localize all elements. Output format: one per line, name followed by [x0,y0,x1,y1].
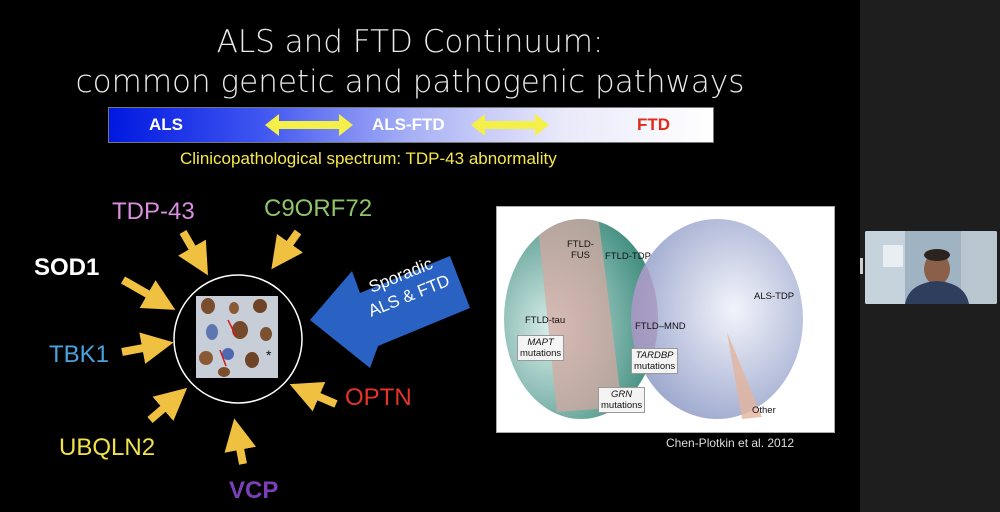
gene-label-tbk1: TBK1 [49,341,110,368]
arrow-ubqln2 [147,387,188,424]
spectrum-als-ftd-label: ALS-FTD [372,115,445,134]
arrow-sod1 [121,276,176,310]
gene-label-optn: OPTN [345,384,412,411]
double-arrow-icon [265,114,353,136]
grn-mutations-box: GRN mutations [598,387,646,413]
spectrum-als-label: ALS [149,115,183,134]
citation-text: Chen-Plotkin et al. 2012 [666,436,795,450]
tdp43-micrograph-image: * [196,296,278,378]
presentation-slide: ALS and FTD Continuum: common genetic an… [34,24,835,504]
label-ftld-tau: FTLD-tau [525,315,566,326]
venn-diagram-figure: FTLD- FUS FTLD-TDP FTLD-tau FTLD–MND ALS… [496,206,835,433]
clinical-spectrum-bar: ALS ALS-FTD FTD [108,107,714,143]
slide-title-line1: ALS and FTD Continuum: [216,24,604,60]
micrograph-marker: * [266,347,272,363]
participant-video-thumbnail[interactable] [865,231,997,304]
gene-arrows [121,229,338,465]
label-ftld-mnd: FTLD–MND [635,321,686,332]
label-als-tdp: ALS-TDP [754,291,795,302]
gene-label-c9orf72: C9ORF72 [264,195,373,222]
mapt-mutations-box: MAPT mutations [517,335,565,361]
label-ftld-tdp: FTLD-TDP [605,251,651,262]
gene-label-vcp: VCP [229,477,279,504]
spectrum-caption: Clinicopathological spectrum: TDP-43 abn… [180,149,557,168]
arrow-c9orf72 [271,229,303,270]
panel-resize-handle[interactable] [860,258,863,274]
gene-label-sod1: SOD1 [34,254,100,281]
tardbp-mutations-box: TARDBP mutations [631,348,679,374]
label-ftld-fus: FTLD- FUS [567,239,594,261]
gene-label-ubqln2: UBQLN2 [59,434,156,461]
micrograph-circle [173,274,303,404]
arrow-vcp [224,418,256,465]
double-arrow-icon [471,114,549,136]
arrow-optn [289,382,338,412]
sporadic-arrow [310,256,470,368]
spectrum-ftd-label: FTD [637,115,671,134]
arrow-tbk1 [121,332,174,364]
slide-title-line2: common genetic and pathogenic pathways [75,64,745,100]
gene-label-tdp43: TDP-43 [112,198,195,225]
arrow-tdp43 [178,230,208,276]
label-other: Other [752,405,776,416]
